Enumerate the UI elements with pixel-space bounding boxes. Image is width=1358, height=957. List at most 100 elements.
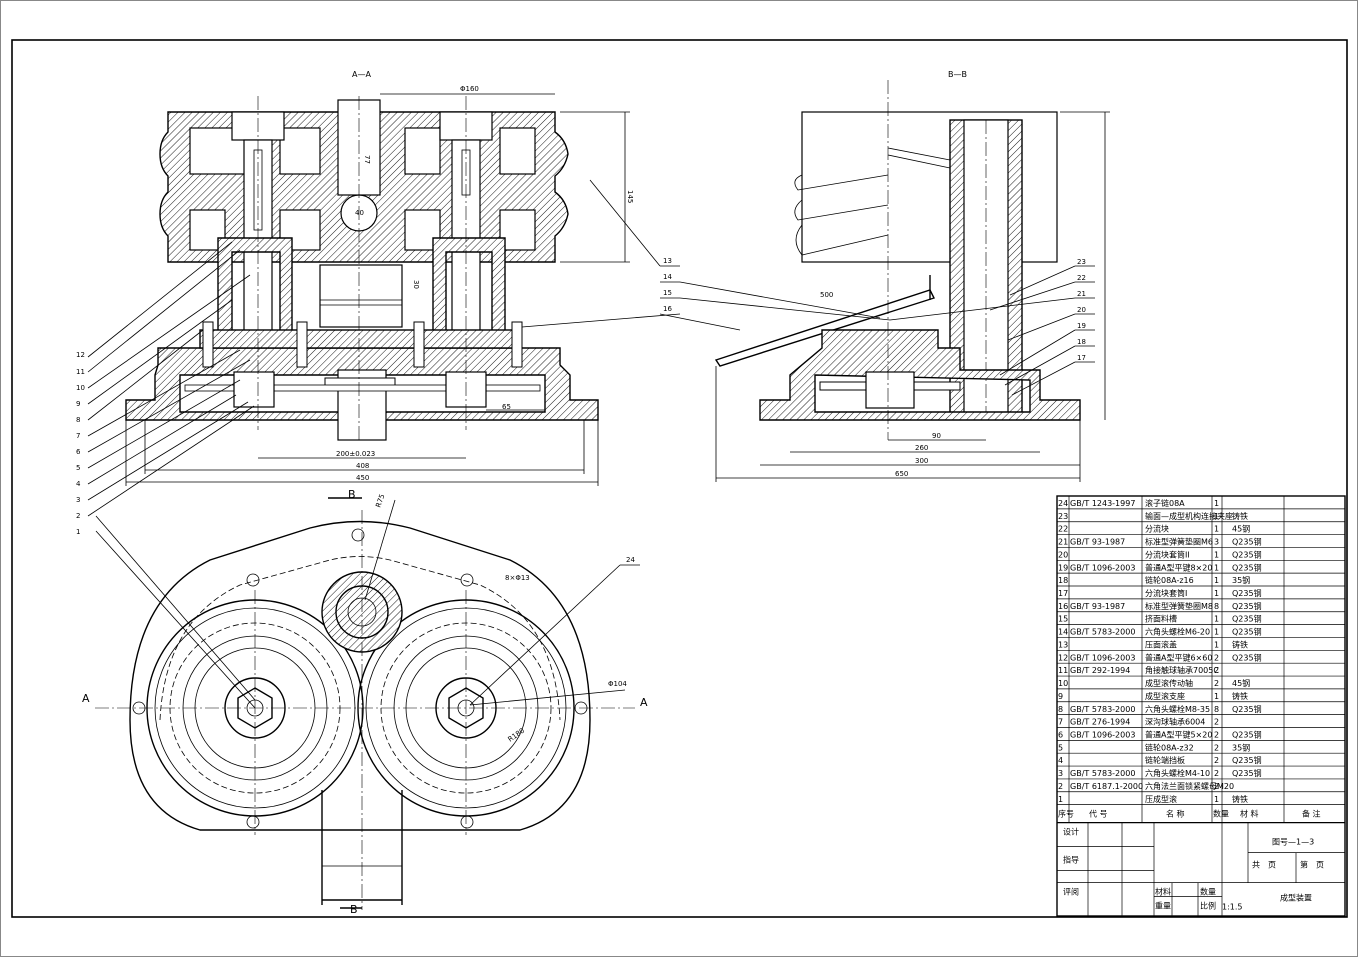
balloon-label: 3 (76, 496, 80, 504)
bom-row-material: Q235钢 (1232, 549, 1262, 559)
bom-row-code: GB/T 1096-2003 (1070, 653, 1135, 662)
bom-row-no: 12 (1058, 653, 1068, 662)
bom-row-code: GB/T 93-1987 (1070, 538, 1125, 547)
bom-row-name: 角接触球轴承7005C (1145, 665, 1219, 675)
title-review-label: 评阅 (1063, 888, 1079, 897)
dim-500: 500 (820, 291, 833, 299)
bom-row-no: 19 (1058, 563, 1068, 572)
balloon-label: 13 (663, 257, 672, 265)
balloon-label: 21 (1077, 290, 1086, 298)
bom-row-material: 铸铁 (1232, 639, 1248, 649)
bom-row-name: 标准型弹簧垫圈M6 (1145, 537, 1213, 547)
bom-row-qty: 2 (1214, 769, 1219, 778)
bom-row-no: 14 (1058, 628, 1068, 637)
bom-row-material: 铸铁 (1232, 511, 1248, 521)
balloon-label: 20 (1077, 306, 1086, 314)
bom-row-qty: 1 (1214, 692, 1219, 701)
bom-row-no: 16 (1058, 602, 1068, 611)
balloon-label: 22 (1077, 274, 1086, 282)
section-bb-view: B—B 90 260 300 650 500 (659, 70, 1110, 482)
section-bb-label: B—B (948, 70, 967, 79)
title-weight-label: 重量 (1155, 901, 1171, 911)
dim-8phi13: 8×Φ13 (505, 574, 530, 582)
bom-row-no: 21 (1058, 538, 1068, 547)
bom-row-qty: 8 (1214, 602, 1219, 611)
balloon-label: 7 (76, 432, 80, 440)
balloon-label: 14 (663, 273, 672, 281)
balloon-label: 6 (76, 448, 81, 456)
bom-row-material: 35钢 (1232, 575, 1250, 585)
title-scale-value: 1:1.5 (1222, 903, 1243, 912)
bom-row-name: 分流块套筒I (1145, 588, 1187, 598)
balloon-label: 19 (1077, 322, 1086, 330)
bom-row-name: 链轮端挡板 (1145, 755, 1185, 765)
bom-row-material: Q235钢 (1232, 537, 1262, 547)
bom-row-material: 45钢 (1232, 678, 1250, 688)
bom-row-name: 成型滚传动轴 (1145, 678, 1193, 688)
bom-row-code: GB/T 292-1994 (1070, 666, 1130, 675)
bom-row-name: 链轮08A-z32 (1145, 742, 1194, 752)
balloon-label: 23 (1077, 258, 1086, 266)
bom-row-qty: 1 (1214, 640, 1219, 649)
balloon-label: 8 (76, 416, 80, 424)
dim-300: 300 (915, 457, 928, 465)
plan-view: A A B B 8×Φ13 R75 Φ104 R180 24 (82, 488, 648, 916)
balloon-label: 17 (1077, 354, 1086, 362)
dim-650: 650 (895, 470, 908, 478)
cut-b-top: B (348, 488, 356, 501)
bom-row-no: 20 (1058, 550, 1068, 559)
bom-row-name: 滚子链08A (1145, 498, 1185, 508)
bom-row-qty: 2 (1214, 718, 1219, 727)
bom-row-material: 铸铁 (1232, 794, 1248, 804)
bom-row-no: 18 (1058, 576, 1068, 585)
bom-row-name: 六角头螺栓M8-35 (1145, 704, 1210, 714)
bom-header-qty: 数量 (1213, 809, 1229, 819)
bom-row-code: GB/T 1243-1997 (1070, 499, 1135, 508)
dim-phi104: Φ104 (608, 680, 627, 688)
dim-408: 408 (356, 462, 369, 470)
section-aa-label: A—A (352, 70, 371, 79)
bom-header-code: 代 号 (1089, 809, 1108, 819)
dim-65: 65 (502, 403, 511, 411)
dim-260: 260 (915, 444, 928, 452)
bom-row-name: 压成型滚 (1145, 794, 1177, 804)
dim-phi160: Φ160 (460, 85, 479, 93)
title-sheets: 共 页 (1252, 861, 1276, 870)
bom-row-code: GB/T 93-1987 (1070, 602, 1125, 611)
bom-row-code: GB/T 1096-2003 (1070, 563, 1135, 572)
bom-row-no: 7 (1058, 718, 1063, 727)
bom-row-code: GB/T 1096-2003 (1070, 730, 1135, 739)
bom-row-material: Q235钢 (1232, 652, 1262, 662)
balloon-24: 24 (626, 556, 635, 564)
sheet-inner-frame (11, 39, 1348, 918)
bom-row-name: 分流块套筒II (1145, 549, 1190, 559)
bom-row-name: 分流块 (1145, 524, 1169, 534)
bom-row-no: 23 (1058, 512, 1068, 521)
bom-row-qty: 2 (1214, 743, 1219, 752)
bom-row-no: 11 (1058, 666, 1068, 675)
bom-row-name: 六角头螺栓M6-20 (1145, 627, 1210, 637)
bom-row-name: 链轮08A-z16 (1145, 575, 1194, 585)
bom-row-material: Q235钢 (1232, 704, 1262, 714)
balloon-label: 1 (76, 528, 80, 536)
section-aa-view: A—A (76, 70, 681, 709)
balloons-aa: 12 11 10 9 8 7 6 5 4 3 2 1 (76, 351, 85, 536)
bom-row-name: 普通A型平键8×20 (1145, 562, 1212, 572)
bom-row-code: GB/T 5783-2000 (1070, 769, 1135, 778)
bom-row-code: GB/T 5783-2000 (1070, 705, 1135, 714)
bom-row-material: 铸铁 (1232, 691, 1248, 701)
bom-row-name: 深沟球轴承6004 (1145, 717, 1205, 727)
cut-b-bottom: B (350, 903, 358, 916)
dim-145: 145 (626, 190, 634, 203)
bom-row-name: 压面滚盖 (1145, 639, 1177, 649)
bom-row-qty: 3 (1214, 538, 1219, 547)
bom-row-material: Q235钢 (1232, 627, 1262, 637)
bom-row-material: Q235钢 (1232, 755, 1262, 765)
bom-row-name: 普通A型平键5×20 (1145, 729, 1212, 739)
balloon-label: 5 (76, 464, 80, 472)
bom-row-material: Q235钢 (1232, 614, 1262, 624)
bom-row-code: GB/T 5783-2000 (1070, 628, 1135, 637)
bom-row-qty: 1 (1214, 550, 1219, 559)
